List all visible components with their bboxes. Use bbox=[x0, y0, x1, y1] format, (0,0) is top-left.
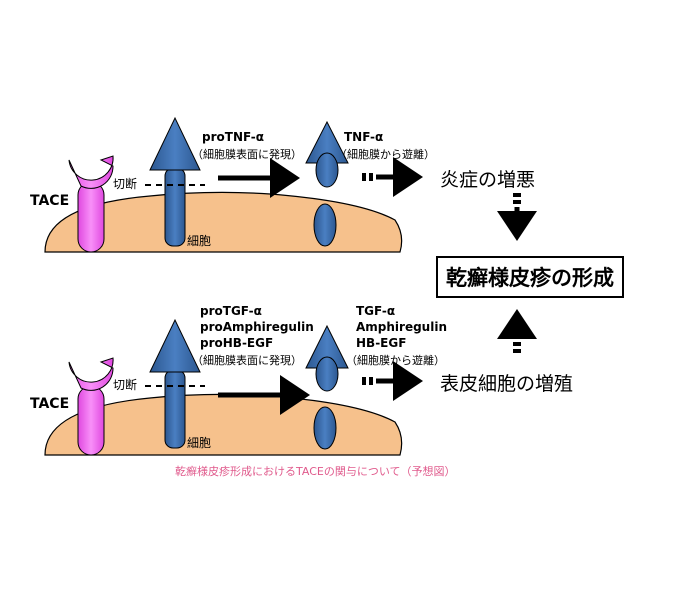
amphiregulin-name: Amphiregulin bbox=[356, 320, 447, 334]
cut-label-top: 切断 bbox=[113, 177, 138, 191]
pro-tnf-note: （細胞膜表面に発現） bbox=[192, 148, 302, 161]
cut-label-bottom: 切断 bbox=[113, 378, 138, 392]
tgf-name: TGF-α bbox=[356, 304, 396, 318]
arrow-down-to-result bbox=[497, 193, 537, 241]
tace-label-bottom: TACE bbox=[30, 396, 70, 412]
tnf-note: （細胞膜から遊離） bbox=[336, 148, 435, 161]
pro-egf-note: （細胞膜表面に発現） bbox=[192, 354, 302, 367]
pro-tgf-name: proTGF-α bbox=[200, 304, 262, 318]
egf-released bbox=[305, 324, 349, 450]
release-arrow-bottom bbox=[362, 361, 423, 401]
arrow-up-to-result bbox=[497, 309, 537, 353]
outcome-inflammation: 炎症の増悪 bbox=[440, 169, 536, 191]
pro-tnf-protein bbox=[149, 116, 201, 247]
pro-tnf-name: proTNF-α bbox=[202, 130, 265, 144]
tnf-released bbox=[305, 120, 349, 247]
outcome-proliferation: 表皮細胞の増殖 bbox=[440, 373, 574, 395]
pro-egf-protein bbox=[149, 318, 201, 449]
release-arrow-top bbox=[362, 157, 423, 197]
figure-caption: 乾癬様皮疹形成におけるTACEの関与について（予想図） bbox=[175, 465, 456, 478]
cell-label-bottom: 細胞 bbox=[187, 436, 212, 450]
tace-label-top: TACE bbox=[30, 193, 70, 209]
pro-hbegf-name: proHB-EGF bbox=[200, 336, 274, 350]
tace-enzyme-top bbox=[68, 155, 114, 253]
hbegf-name: HB-EGF bbox=[356, 336, 407, 350]
egf-note: （細胞膜から遊離） bbox=[346, 354, 445, 367]
cell-label-top: 細胞 bbox=[187, 234, 212, 248]
result-box: 乾癬様皮疹の形成 bbox=[436, 256, 624, 298]
tace-enzyme-bottom bbox=[68, 357, 114, 456]
pro-amphiregulin-name: proAmphiregulin bbox=[200, 320, 314, 334]
tnf-name: TNF-α bbox=[344, 130, 384, 144]
